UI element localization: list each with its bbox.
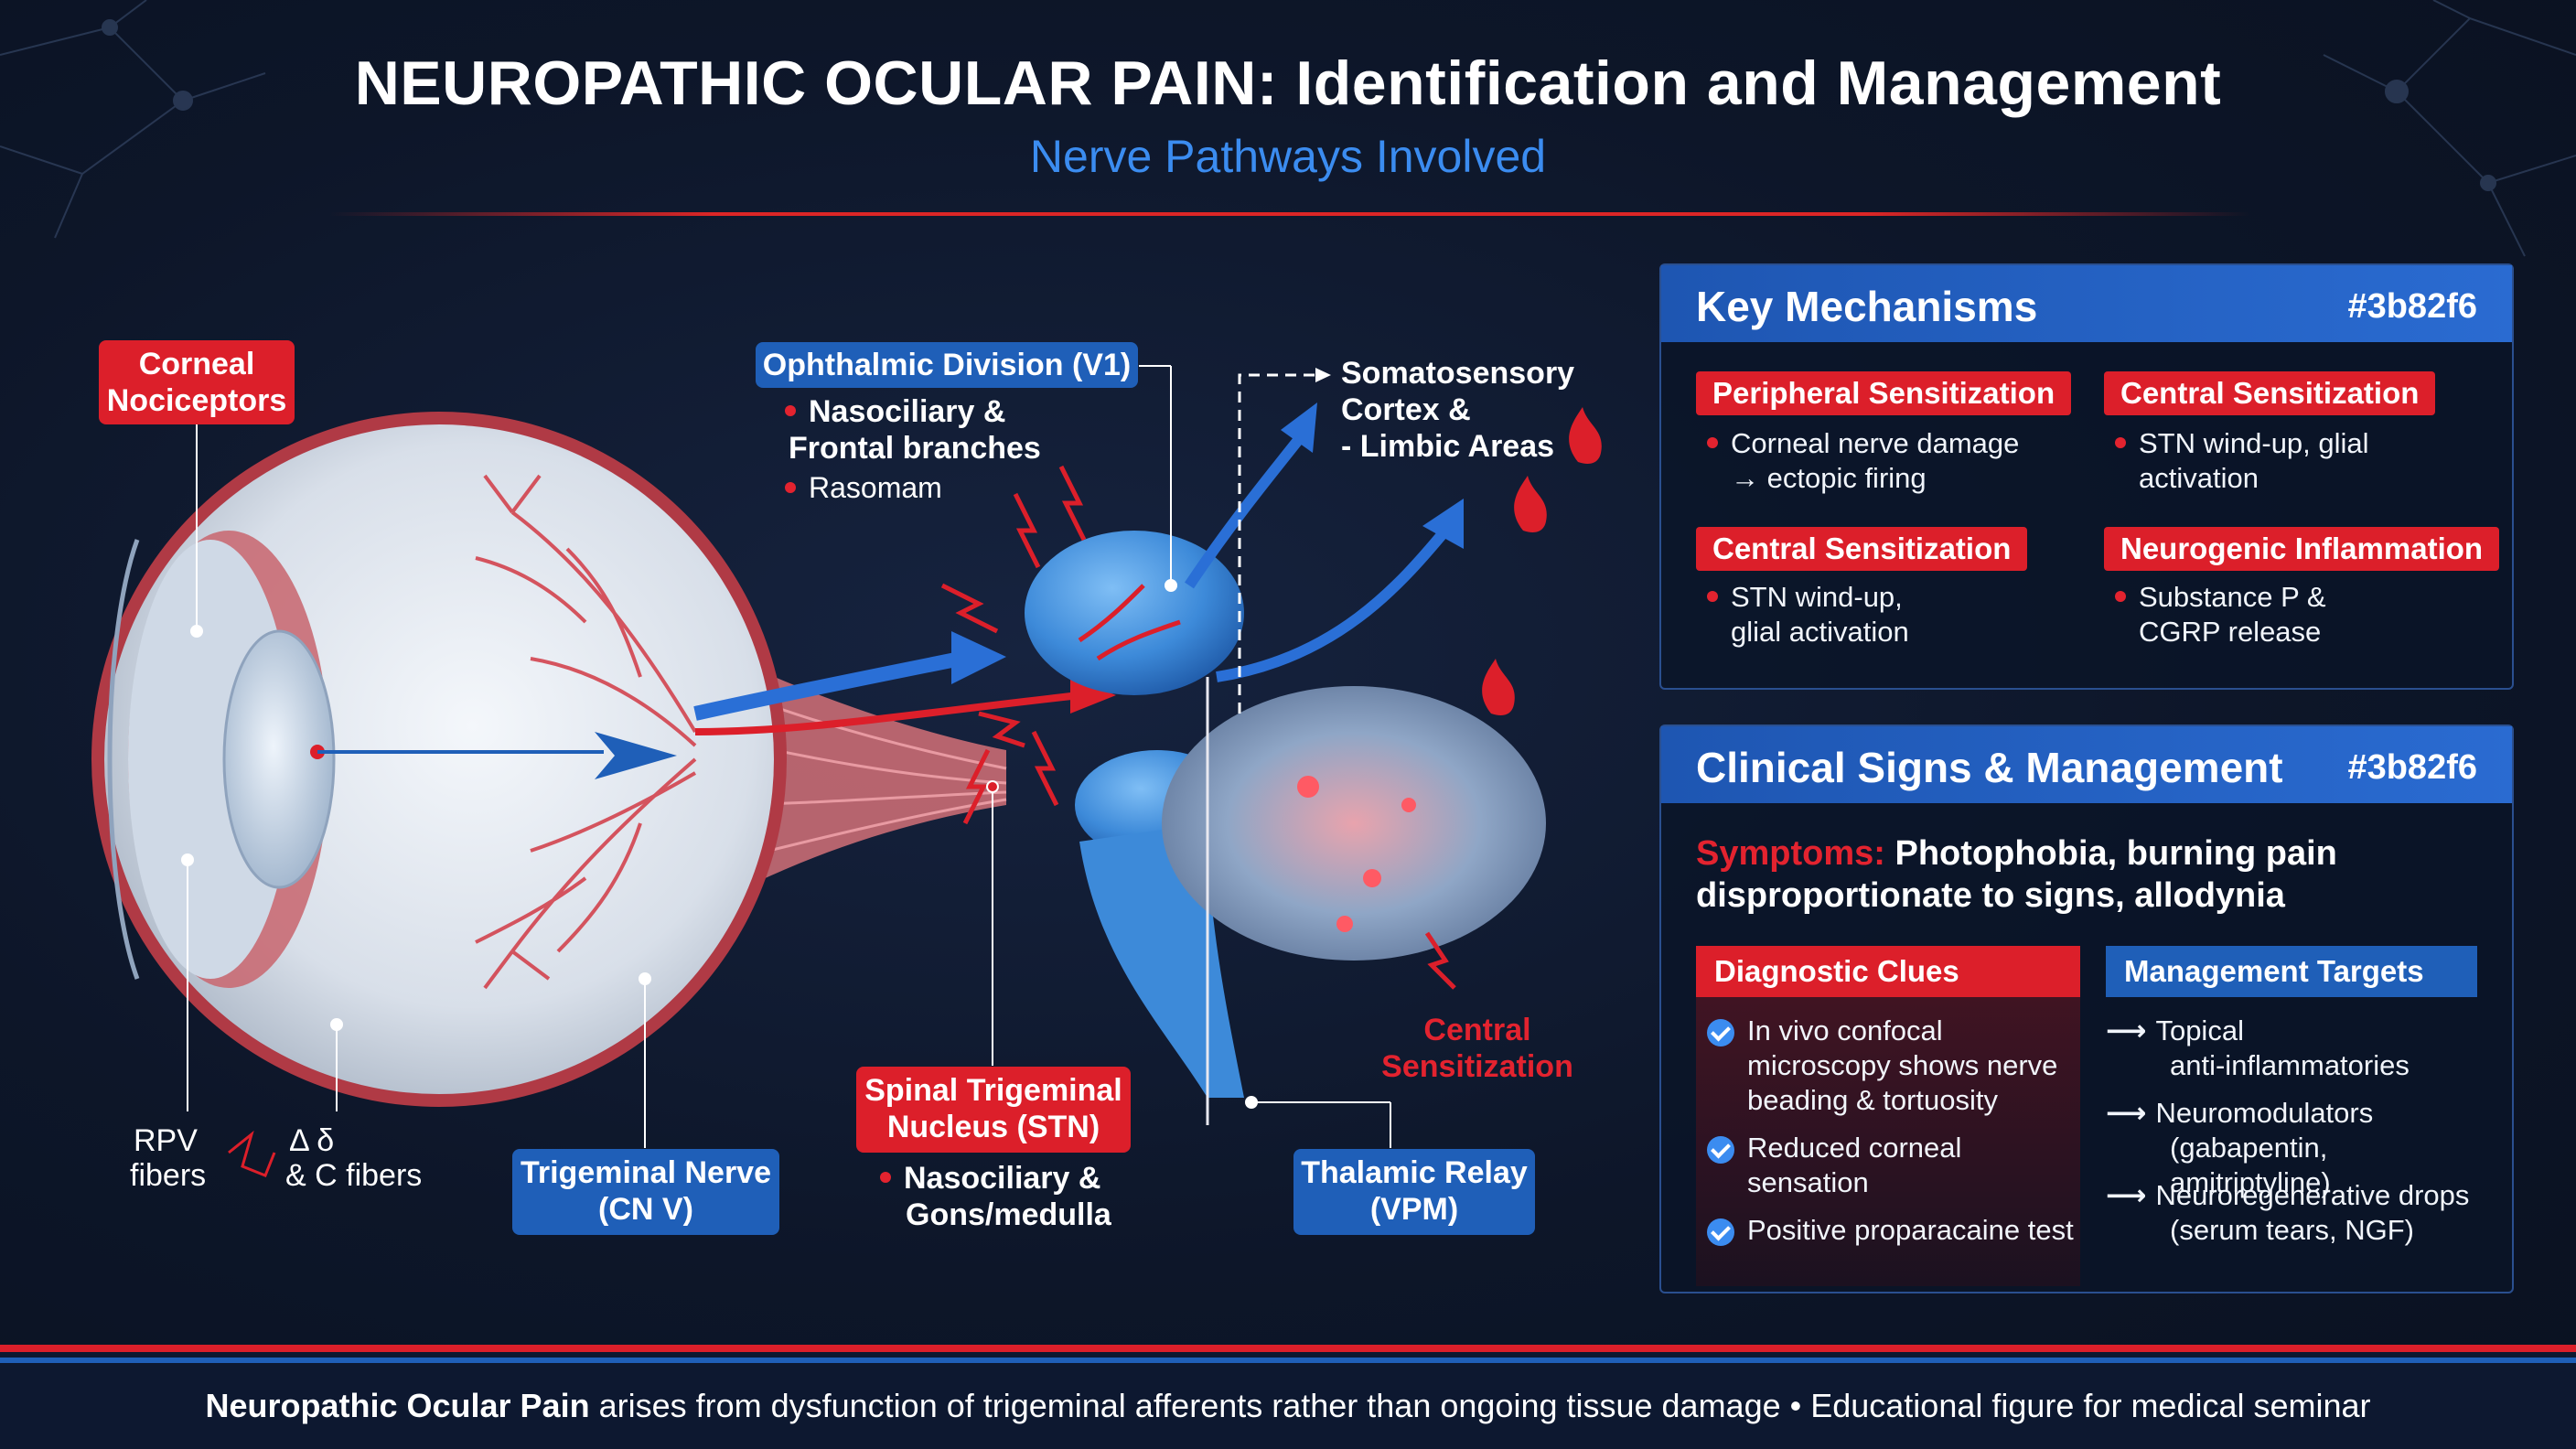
mechanism-tag: Neurogenic Inflammation bbox=[2104, 527, 2500, 571]
cortex-arrow-2 bbox=[1216, 527, 1450, 682]
neuron-web-left bbox=[0, 0, 266, 239]
management-item: ⟶Topical anti-inflammatories bbox=[2106, 1014, 2410, 1081]
clinical-header: Clinical Signs & Management #3b82f6 bbox=[1661, 726, 2512, 803]
mechanism-tag: Central Sensitization bbox=[2104, 371, 2436, 415]
management-title: Management Targets bbox=[2106, 946, 2477, 997]
footer-band bbox=[0, 1347, 2576, 1449]
neuron-web-right bbox=[2323, 0, 2576, 257]
cortex-label: Somatosensory Cortex & - Limbic Areas bbox=[1341, 356, 1575, 464]
brainstem-illustration bbox=[1025, 531, 1546, 1125]
check-icon bbox=[1707, 1135, 1734, 1164]
footer-caption: Neuropathic Ocular Pain arises from dysf… bbox=[205, 1387, 2371, 1424]
diagnostic-item: In vivo confocal microscopy shows nerve … bbox=[1707, 1014, 2057, 1118]
ophthalmic-division-label: Ophthalmic Division (V1) bbox=[756, 342, 1138, 388]
management-item: ⟶Neuromodulators (gabapentin, amitriptyl… bbox=[2106, 1097, 2374, 1198]
management-column: Management Targets ⟶Topical anti-inflamm… bbox=[2106, 946, 2477, 1286]
cortex-arrow-1 bbox=[1185, 435, 1304, 589]
trigeminal-nerve-label: Trigeminal Nerve (CN V) bbox=[512, 1149, 779, 1235]
mechanism-text: STN wind-up, glial activation bbox=[2115, 426, 2369, 496]
red-pathway-arrow bbox=[694, 692, 1080, 735]
stn-label: Spinal Trigeminal Nucleus (STN) bbox=[856, 1067, 1131, 1153]
mechanism-text: Substance P & CGRP release bbox=[2115, 580, 2326, 649]
title-divider bbox=[329, 212, 2250, 216]
eyeball-illustration bbox=[91, 412, 787, 1107]
mechanism-tag: Central Sensitization bbox=[1696, 527, 2028, 571]
diagnostic-column: Diagnostic Clues In vivo confocal micros… bbox=[1696, 946, 2080, 1286]
clinical-code: #3b82f6 bbox=[2347, 748, 2477, 787]
symptoms-label: Symptoms: bbox=[1696, 834, 1885, 873]
stn-items: Nasociliary & Gons/medulla bbox=[880, 1160, 1111, 1233]
ophthalmic-division-items: Nasociliary & Frontal branches Rasomam bbox=[785, 393, 1041, 505]
clinical-panel: Clinical Signs & Management #3b82f6 Symp… bbox=[1659, 724, 2514, 1293]
blue-pathway-arrow bbox=[693, 651, 962, 721]
symptoms-block: Symptoms: Photophobia, burning pain disp… bbox=[1696, 834, 2337, 915]
cortex-dashed-line bbox=[1238, 373, 1317, 714]
mechanism-text: STN wind-up, glial activation bbox=[1707, 580, 1909, 649]
flame-icons bbox=[1482, 407, 1602, 715]
check-icon bbox=[1707, 1018, 1734, 1046]
rpv-fibers-label: RPV fibers bbox=[130, 1123, 207, 1193]
key-mechanisms-panel: Key Mechanisms #3b82f6 Peripheral Sensit… bbox=[1659, 263, 2514, 690]
key-mechanisms-title: Key Mechanisms bbox=[1696, 283, 2038, 330]
check-icon bbox=[1707, 1218, 1734, 1246]
pain-bolt-icons bbox=[940, 465, 1456, 990]
diagnostic-title: Diagnostic Clues bbox=[1696, 946, 2080, 997]
management-item: ⟶Neuroregenerative drops (serum tears, N… bbox=[2106, 1179, 2470, 1246]
key-mechanisms-header: Key Mechanisms #3b82f6 bbox=[1661, 265, 2512, 342]
mechanism-text: Corneal nerve damage → ectopic firing bbox=[1707, 426, 2019, 496]
ad-c-fibers-label: Δ δ & C fibers bbox=[285, 1123, 423, 1193]
arrow-right-icon: ⟶ bbox=[2106, 1179, 2147, 1211]
page-subtitle: Nerve Pathways Involved bbox=[1029, 131, 1547, 182]
thalamic-relay-label: Thalamic Relay (VPM) bbox=[1293, 1149, 1535, 1235]
footer-red-line bbox=[0, 1345, 2576, 1352]
diagnostic-item: Reduced corneal sensation bbox=[1707, 1131, 1961, 1200]
arrow-right-icon: ⟶ bbox=[2106, 1097, 2147, 1129]
page-title: NEUROPATHIC OCULAR PAIN: Identification … bbox=[354, 48, 2222, 118]
diagnostic-item: Positive proparacaine test bbox=[1707, 1213, 2074, 1248]
corneal-nociceptors-label: Corneal Nociceptors bbox=[99, 340, 295, 424]
central-sensitization-label: Central Sensitization bbox=[1381, 1013, 1573, 1084]
key-mechanisms-code: #3b82f6 bbox=[2347, 287, 2477, 326]
footer-blue-line bbox=[0, 1358, 2576, 1363]
arrow-right-icon: ⟶ bbox=[2106, 1014, 2147, 1046]
clinical-title: Clinical Signs & Management bbox=[1696, 744, 2283, 791]
mechanism-tag: Peripheral Sensitization bbox=[1696, 371, 2072, 415]
